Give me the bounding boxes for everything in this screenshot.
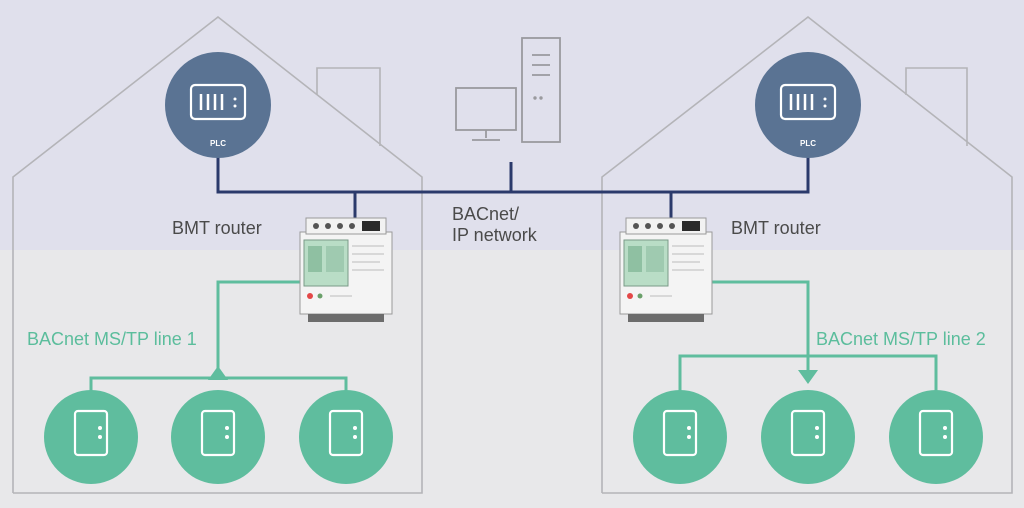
plc-controller-icon <box>755 52 861 158</box>
field-controller-icon <box>299 390 393 484</box>
plc-label-right: PLC <box>800 139 816 148</box>
mstp-line-1-label: BACnet MS/TP line 1 <box>27 329 197 349</box>
plc-controller-icon <box>165 52 271 158</box>
field-controller-icon <box>171 390 265 484</box>
field-controller-icon <box>889 390 983 484</box>
downstream-arrow-icon <box>798 370 818 384</box>
desktop-computer-icon <box>455 37 561 143</box>
router-label-left: BMT router <box>172 218 262 238</box>
upstream-arrow-icon <box>208 366 228 380</box>
din-rail-router-icon <box>299 217 393 323</box>
right-building-outline <box>601 15 1013 494</box>
field-controller-icon <box>44 390 138 484</box>
plc-label-left: PLC <box>210 139 226 148</box>
ip-network-lines <box>216 150 810 218</box>
din-rail-router-icon <box>619 217 713 323</box>
mstp-line-2-label: BACnet MS/TP line 2 <box>816 329 986 349</box>
network-label-line1: BACnet/ <box>452 204 520 224</box>
network-label-line2: IP network <box>452 225 537 245</box>
mstp-line-2 <box>678 280 938 392</box>
field-controller-icon <box>633 390 727 484</box>
field-controller-icon <box>761 390 855 484</box>
router-label-right: BMT router <box>731 218 821 238</box>
left-building-outline <box>12 15 423 494</box>
